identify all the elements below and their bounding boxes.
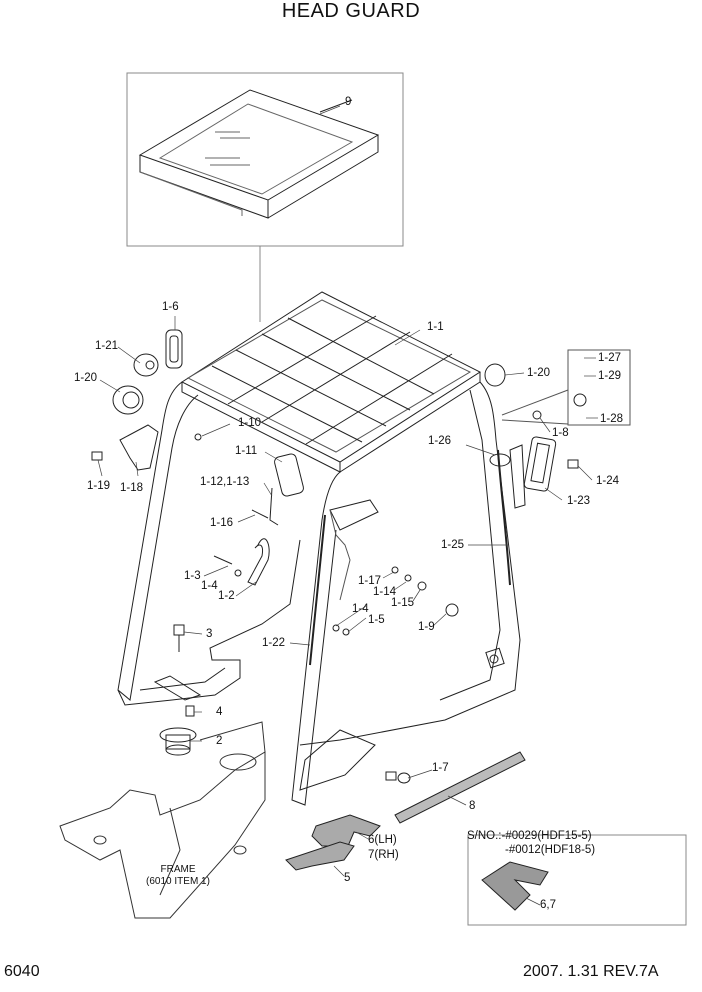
detail-box-9 bbox=[126, 72, 404, 247]
label-6-7: 6,7 bbox=[540, 899, 556, 911]
label-1-26: 1-26 bbox=[428, 435, 452, 447]
nut-4 bbox=[185, 705, 195, 717]
label-1-28: 1-28 bbox=[600, 413, 624, 425]
label-1-20-left: 1-20 bbox=[74, 372, 98, 384]
label-6-lh: 6(LH) bbox=[368, 834, 397, 846]
label-1-2: 1-2 bbox=[218, 590, 235, 602]
label-1-27: 1-27 bbox=[598, 352, 622, 364]
label-4: 4 bbox=[216, 706, 223, 718]
grab-handle bbox=[247, 538, 270, 586]
label-1-20-right: 1-20 bbox=[527, 367, 551, 379]
cap-1-7 bbox=[397, 772, 411, 784]
serial-note-line1: S/NO.:-#0029(HDF15-5) bbox=[467, 830, 592, 842]
label-1-16: 1-16 bbox=[210, 517, 234, 529]
bolt-3 bbox=[173, 624, 185, 636]
detail-box-1-27 bbox=[567, 349, 631, 426]
label-1-5: 1-5 bbox=[368, 614, 385, 626]
tail-light bbox=[523, 436, 557, 492]
lamp-bracket bbox=[119, 424, 159, 471]
label-1-14: 1-14 bbox=[373, 586, 397, 598]
label-1-11: 1-11 bbox=[235, 445, 258, 457]
cross-bracket bbox=[329, 499, 379, 531]
label-1-17: 1-17 bbox=[358, 575, 382, 587]
label-9: 9 bbox=[345, 96, 352, 108]
floor-mat-part-9 bbox=[138, 89, 380, 219]
inset-box-6-7 bbox=[467, 834, 687, 926]
work-lamp-right bbox=[484, 363, 506, 387]
label-1-15: 1-15 bbox=[391, 597, 415, 609]
label-1-25: 1-25 bbox=[441, 539, 465, 551]
label-1-21: 1-21 bbox=[95, 340, 119, 352]
frame-note-line2: (6010 ITEM 1) bbox=[146, 876, 210, 887]
label-1-12-1-13: 1-12,1-13 bbox=[200, 476, 250, 488]
revision-date: 2007. 1.31 REV.7A bbox=[523, 963, 659, 980]
label-1-3: 1-3 bbox=[184, 570, 201, 582]
truck-frame bbox=[59, 721, 266, 919]
frame-note-line1: FRAME bbox=[160, 864, 196, 875]
right-rear-post bbox=[291, 381, 521, 806]
step-mat-6-7 bbox=[311, 814, 381, 847]
page-title: HEAD GUARD bbox=[281, 0, 421, 22]
label-1-8: 1-8 bbox=[552, 427, 569, 439]
label-7-rh: 7(RH) bbox=[368, 849, 399, 861]
label-1-22: 1-22 bbox=[262, 637, 286, 649]
label-1-1: 1-1 bbox=[427, 321, 444, 333]
floor-strip-8 bbox=[394, 751, 526, 824]
label-1-6: 1-6 bbox=[162, 301, 179, 313]
bolt-1-24 bbox=[567, 459, 579, 469]
mirror bbox=[274, 453, 304, 497]
label-1-4-right: 1-4 bbox=[352, 603, 369, 615]
label-1-7: 1-7 bbox=[432, 762, 449, 774]
label-1-19: 1-19 bbox=[87, 480, 111, 492]
label-2: 2 bbox=[216, 735, 223, 747]
label-3: 3 bbox=[206, 628, 213, 640]
label-1-18: 1-18 bbox=[120, 482, 144, 494]
step-mat-5 bbox=[285, 841, 355, 871]
bolt-1-19 bbox=[91, 451, 103, 461]
wire-harness bbox=[497, 449, 511, 586]
label-1-4-left: 1-4 bbox=[201, 580, 218, 592]
label-5: 5 bbox=[344, 872, 351, 884]
label-8: 8 bbox=[469, 800, 476, 812]
bolt-1-7 bbox=[385, 771, 397, 781]
plug-1-9 bbox=[445, 603, 459, 617]
grommet-1-8 bbox=[532, 410, 542, 420]
label-1-9: 1-9 bbox=[418, 621, 435, 633]
page-number: 6040 bbox=[4, 963, 40, 980]
label-1-24: 1-24 bbox=[596, 475, 620, 487]
mount-rubber bbox=[159, 727, 197, 756]
serial-note-line2: -#0012(HDF18-5) bbox=[505, 844, 596, 856]
label-1-29: 1-29 bbox=[598, 370, 622, 382]
label-1-23: 1-23 bbox=[567, 495, 591, 507]
left-front-post bbox=[117, 381, 301, 706]
label-1-10: 1-10 bbox=[238, 417, 262, 429]
